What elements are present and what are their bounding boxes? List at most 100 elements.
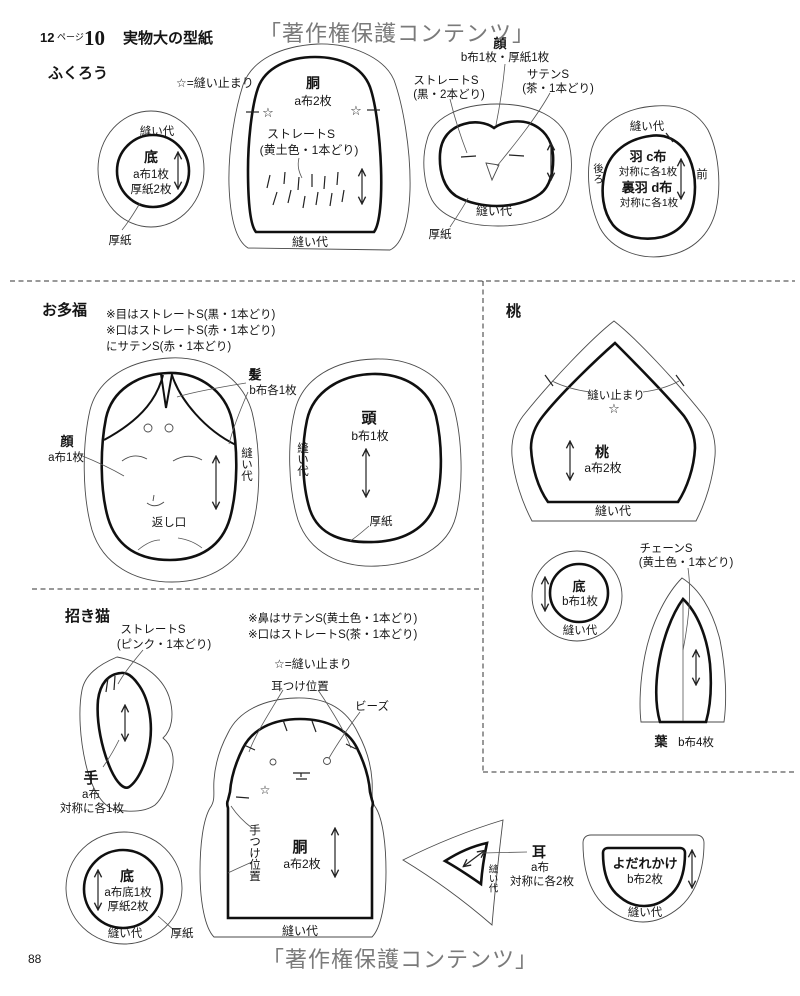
ear-position-leaders	[248, 689, 352, 753]
stop-star: ☆	[262, 105, 274, 120]
cloth-label: b布4枚	[678, 735, 714, 749]
seam-label: 縫い代	[628, 905, 663, 919]
stitch-left-leader	[449, 98, 468, 154]
cloth-label: a布底1枚	[104, 885, 152, 899]
cardboard-label: 厚紙	[429, 227, 452, 241]
stitch-label: チェーンS	[639, 542, 692, 555]
owl-bottom-outline	[115, 133, 191, 209]
ear-position-label: 耳つけ位置	[271, 679, 329, 693]
face-label-leader	[79, 454, 125, 477]
cloth-label: b布1枚	[351, 428, 388, 443]
stitch-detail-label: (ピンク・1本どり)	[117, 637, 211, 651]
pattern-number: 10	[84, 26, 105, 50]
beak-mark	[485, 162, 500, 182]
page-ref-suffix: ページ	[57, 32, 84, 42]
header: 12 ページ 10 実物大の型紙 ふくろう ☆=縫い止まり	[40, 26, 254, 90]
otafuku-section: お多福 ※目はストレートS(黒・1本どり) ※口はストレートS(赤・1本どり) …	[42, 301, 462, 583]
stop-tick	[675, 374, 685, 387]
stitch-detail-label: (黒・2本どり)	[413, 87, 485, 101]
peach-bottom-piece: 底 b布1枚 縫い代	[531, 550, 623, 642]
peach-bottom-seam-outline	[531, 550, 623, 642]
eye-mark	[164, 423, 174, 433]
cloth-label: a布1枚	[133, 167, 169, 181]
otafuku-face-outline	[100, 371, 238, 562]
seam-label: 縫い代	[296, 441, 309, 477]
owl-bottom-piece: 縫い代 底 a布1枚 厚紙2枚 厚紙	[97, 110, 205, 247]
owl-body-outline	[246, 55, 383, 234]
hair-label: 髪	[247, 367, 261, 382]
bib-outline	[601, 846, 687, 908]
paw-outline	[96, 671, 153, 789]
stop-star: ☆	[260, 783, 271, 797]
cat-body-piece: ☆ 耳つけ位置 ビーズ 手つけ位置 胴 a布2枚 縫い代	[199, 679, 389, 938]
cardboard-leader	[349, 525, 370, 542]
piece-name: 胴	[306, 75, 320, 91]
piece-name: 耳	[532, 844, 546, 860]
ear-outline	[442, 841, 489, 887]
stitch-label: ストレートS	[413, 75, 478, 87]
face-label-leader	[495, 63, 506, 126]
piece-name: 顔	[59, 434, 74, 449]
beads-label: ビーズ	[355, 699, 389, 713]
copyright-watermark-bottom: 「著作権保護コンテンツ」	[262, 947, 538, 972]
otafuku-heading: お多福	[42, 301, 87, 319]
page-title: 実物大の型紙	[123, 29, 213, 47]
otafuku-head-piece: 頭 b布1枚 縫い代 厚紙	[289, 358, 462, 567]
cat-bottom-outline	[82, 848, 164, 930]
bib-seam-outline	[582, 834, 705, 923]
cardboard-leader	[449, 197, 469, 228]
owl-bottom-cardboard-leader	[121, 202, 141, 231]
stop-leaders	[551, 380, 680, 393]
cardboard-qty-label: 厚紙2枚	[131, 182, 172, 196]
qty-label: 対称に各2枚	[510, 874, 574, 888]
stitch-label: ストレートS	[120, 624, 185, 636]
otafuku-head-seam-outline	[289, 358, 462, 567]
otafuku-face-seam-outline	[83, 357, 260, 583]
note-2: ※口はストレートS(赤・1本どり)	[106, 323, 276, 337]
peach-leaf-piece: チェーンS (黄土色・1本どり) 葉 b布4枚	[639, 542, 734, 749]
piece-name: 底	[144, 149, 158, 165]
seam-label: 縫い代	[140, 124, 175, 138]
stitch-right-leader	[496, 92, 551, 167]
otafuku-head-outline	[301, 372, 443, 544]
hair-cloth-label: b布各1枚	[249, 383, 297, 397]
cloth-label: b布1枚	[562, 594, 598, 608]
hair-line-right	[171, 374, 237, 446]
peach-bottom-outline	[548, 562, 610, 624]
seam-label: 縫い代	[563, 623, 598, 637]
stop-tick	[235, 796, 250, 799]
cardboard-leader	[157, 915, 175, 931]
seam-label: 縫い代	[595, 503, 631, 518]
hair-leader-2	[228, 391, 249, 445]
note-1: ※目はストレートS(黒・1本どり)	[106, 307, 276, 321]
cat-heading: 招き猫	[65, 607, 110, 625]
piece-name: 桃	[595, 444, 609, 460]
piece-name: 羽 c布	[630, 149, 667, 164]
cloth-label: b布2枚	[627, 872, 663, 886]
stitch-label: サテンS	[527, 68, 569, 81]
owl-face-seam-outline	[423, 103, 572, 227]
note-2: ※口はストレートS(茶・1本どり)	[248, 627, 418, 641]
stitch-detail-label: (茶・1本どり)	[522, 81, 594, 95]
mouth-mark	[146, 494, 165, 507]
piece-name-2: 裏羽 d布	[621, 180, 673, 195]
qty-label-2: 対称に各1枚	[620, 196, 679, 209]
piece-name: 頭	[361, 410, 377, 427]
piece-name: よだれかけ	[612, 856, 677, 871]
piece-name: 底	[572, 579, 585, 594]
hand-position-leaders	[227, 805, 253, 874]
peach-seam-outline	[511, 320, 716, 522]
stitch-leader	[117, 649, 144, 685]
paw-seam-outline	[79, 656, 174, 812]
eye-mark	[143, 423, 153, 433]
grainline-arrow	[464, 851, 484, 866]
cardboard-label: 厚紙	[109, 233, 132, 247]
cloth-label: a布2枚	[283, 856, 320, 871]
cloth-label: a布	[531, 861, 549, 874]
owl-legend: ☆=縫い止まり	[176, 75, 254, 90]
cat-body-outline	[225, 717, 375, 920]
seam-label: 縫い代	[487, 863, 499, 893]
owl-face-piece: 顔 b布1枚・厚紙1枚 ストレートS (黒・2本どり) サテンS (茶・1本どり…	[413, 36, 594, 241]
eyebrow-marks	[121, 455, 203, 462]
